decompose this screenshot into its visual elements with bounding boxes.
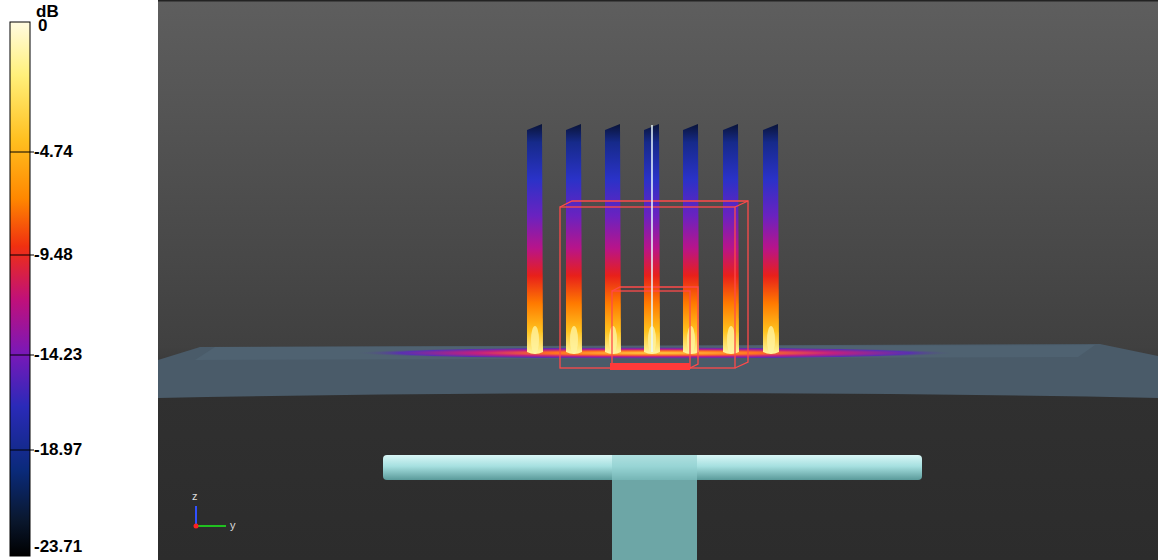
color-bar [10, 22, 30, 556]
scale-value: -14.23 [34, 346, 82, 363]
field-strip [566, 124, 582, 354]
support-rod [383, 455, 922, 480]
field-strip [605, 124, 621, 354]
scale-value: -9.48 [34, 246, 73, 263]
field-core [531, 326, 539, 354]
field-strips [527, 124, 779, 354]
scale-value: -4.74 [34, 143, 73, 160]
field-core [727, 326, 735, 354]
axis-label: y [230, 520, 236, 531]
viewport-border [158, 0, 1158, 2]
probe-line [651, 125, 653, 352]
color-bar-ticks [10, 152, 34, 450]
field-core [687, 326, 695, 354]
support-post [612, 455, 697, 560]
viewport [158, 0, 1158, 560]
scale-value: 0 [38, 17, 47, 34]
feed-bar [610, 363, 690, 370]
axis-triad [194, 506, 227, 529]
scale-value: -18.97 [34, 441, 82, 458]
axis-label: z [192, 491, 198, 502]
field-strip [527, 124, 543, 354]
antenna-box [560, 201, 748, 368]
field-strip [763, 124, 779, 354]
field-core [570, 326, 578, 354]
field-strip [723, 124, 739, 354]
field-strip [683, 124, 699, 354]
rod-joint [612, 455, 697, 480]
field-core [767, 326, 775, 354]
field-strip [644, 124, 660, 354]
scale-value: -23.71 [34, 538, 82, 555]
field-core [609, 326, 617, 354]
